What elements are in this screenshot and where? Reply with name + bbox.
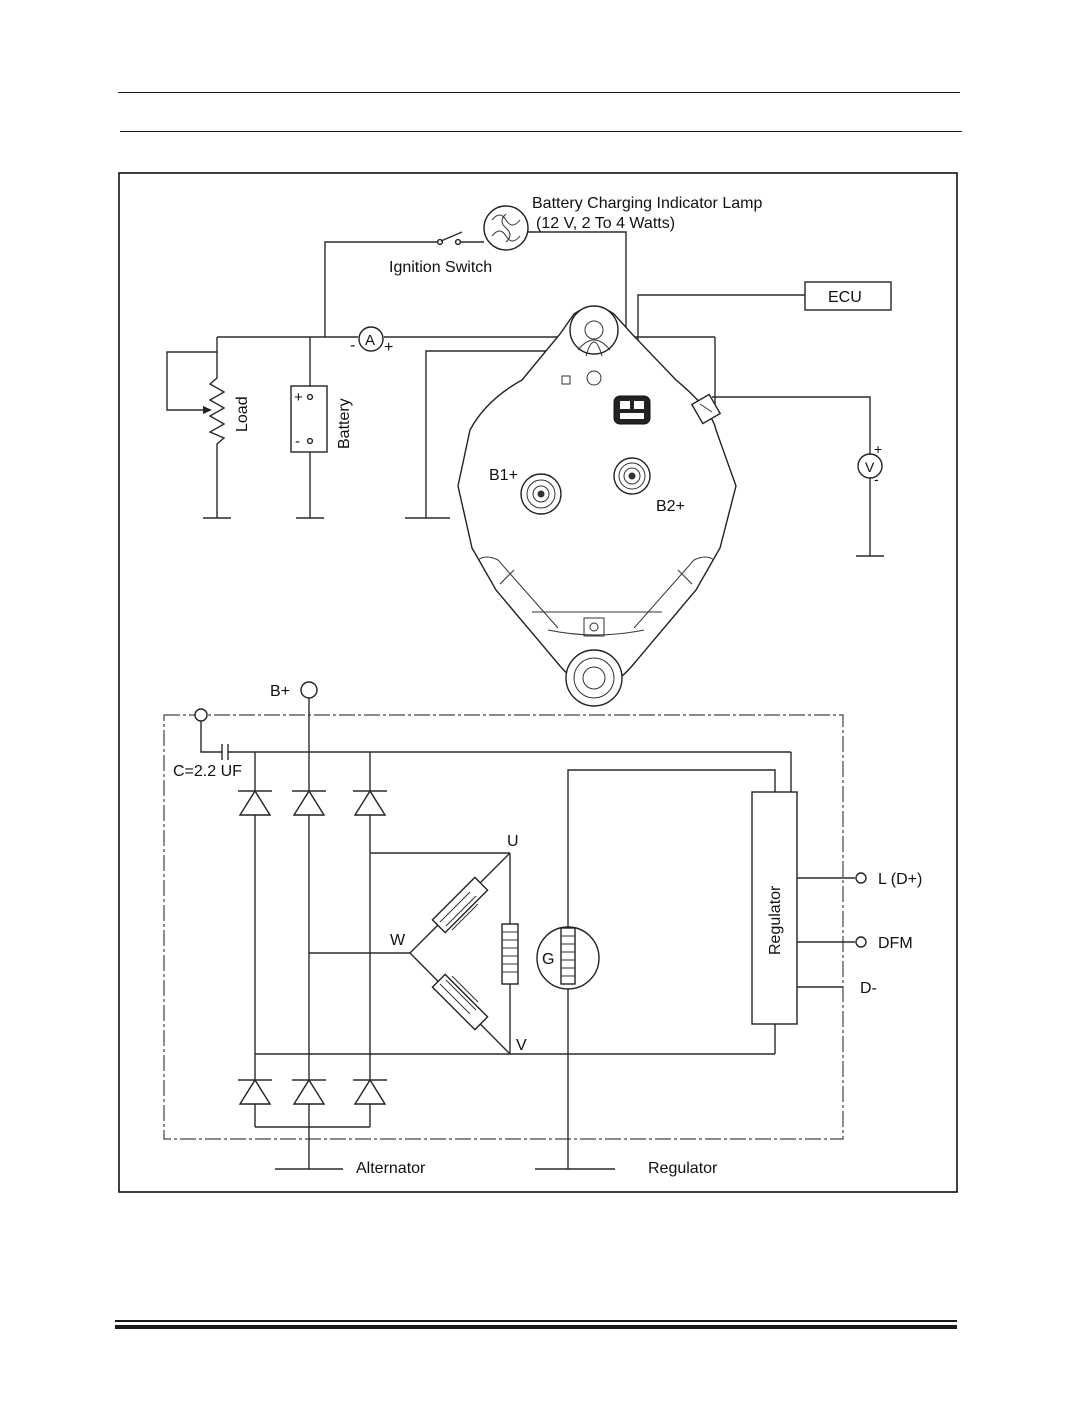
- phase-v-label: V: [516, 1037, 527, 1054]
- voltmeter-minus: -: [874, 471, 879, 487]
- lamp-spec: (12 V, 2 To 4 Watts): [536, 215, 675, 232]
- terminal-d-minus-label: D-: [860, 980, 877, 997]
- footer-rule-thin: [115, 1320, 957, 1322]
- d-plus-stud-icon: [690, 393, 722, 425]
- internal-schematic: [163, 681, 867, 1170]
- header-rule-top: [118, 92, 960, 93]
- field-g-label: G: [542, 951, 554, 968]
- footer-rule-thick: [115, 1325, 957, 1329]
- ignition-switch-label: Ignition Switch: [389, 259, 492, 276]
- header-rule-bottom: [120, 131, 962, 132]
- regulator-box-label: Regulator: [767, 885, 784, 955]
- field-winding: [535, 769, 776, 1170]
- terminal-dfm-dot: [855, 936, 867, 948]
- b-plus-label: B+: [270, 683, 290, 700]
- ecu-label: ECU: [828, 289, 862, 306]
- b2-terminal-icon: [613, 457, 651, 495]
- indicator-lamp-icon: [483, 205, 529, 251]
- lower-diodes: [238, 1053, 775, 1128]
- ground-alternator-label: Alternator: [356, 1160, 426, 1177]
- b2-label: B2+: [656, 498, 685, 515]
- ammeter-minus: -: [350, 337, 355, 354]
- capacitor-icon: [194, 708, 229, 760]
- lamp-title: Battery Charging Indicator Lamp: [532, 195, 762, 212]
- alternator-housing: [457, 305, 737, 707]
- ecu-box: [804, 281, 892, 311]
- terminal-l-label: L (D+): [878, 871, 922, 888]
- connector-plug-icon: [613, 395, 651, 425]
- ammeter-symbol: A: [365, 332, 375, 349]
- ignition-switch: [436, 231, 484, 246]
- load-label: Load: [234, 396, 251, 432]
- stator-windings: [309, 852, 519, 1055]
- phase-w-label: W: [390, 932, 406, 949]
- phase-u-label: U: [507, 833, 519, 850]
- capacitor-label: C=2.2 UF: [173, 763, 242, 780]
- diagram-frame: [118, 172, 958, 1193]
- battery-label: Battery: [336, 398, 353, 449]
- terminal-dfm-label: DFM: [878, 935, 913, 952]
- battery-icon: [290, 337, 328, 519]
- external-wiring: [166, 205, 892, 557]
- ammeter-icon: [358, 326, 384, 352]
- b-plus-terminal: [300, 681, 318, 699]
- voltmeter-plus: +: [874, 441, 882, 457]
- regulator-box: [751, 791, 798, 1025]
- battery-minus: -: [295, 433, 300, 450]
- b1-terminal-icon: [520, 473, 562, 515]
- voltmeter-symbol: V: [865, 459, 875, 475]
- terminal-l-dot: [855, 872, 867, 884]
- upper-diodes: [238, 752, 387, 1054]
- b1-label: B1+: [489, 467, 518, 484]
- load-resistor: [166, 337, 231, 519]
- battery-plus: +: [294, 389, 303, 406]
- ground-regulator-label: Regulator: [648, 1160, 718, 1177]
- ammeter-plus: +: [384, 339, 393, 356]
